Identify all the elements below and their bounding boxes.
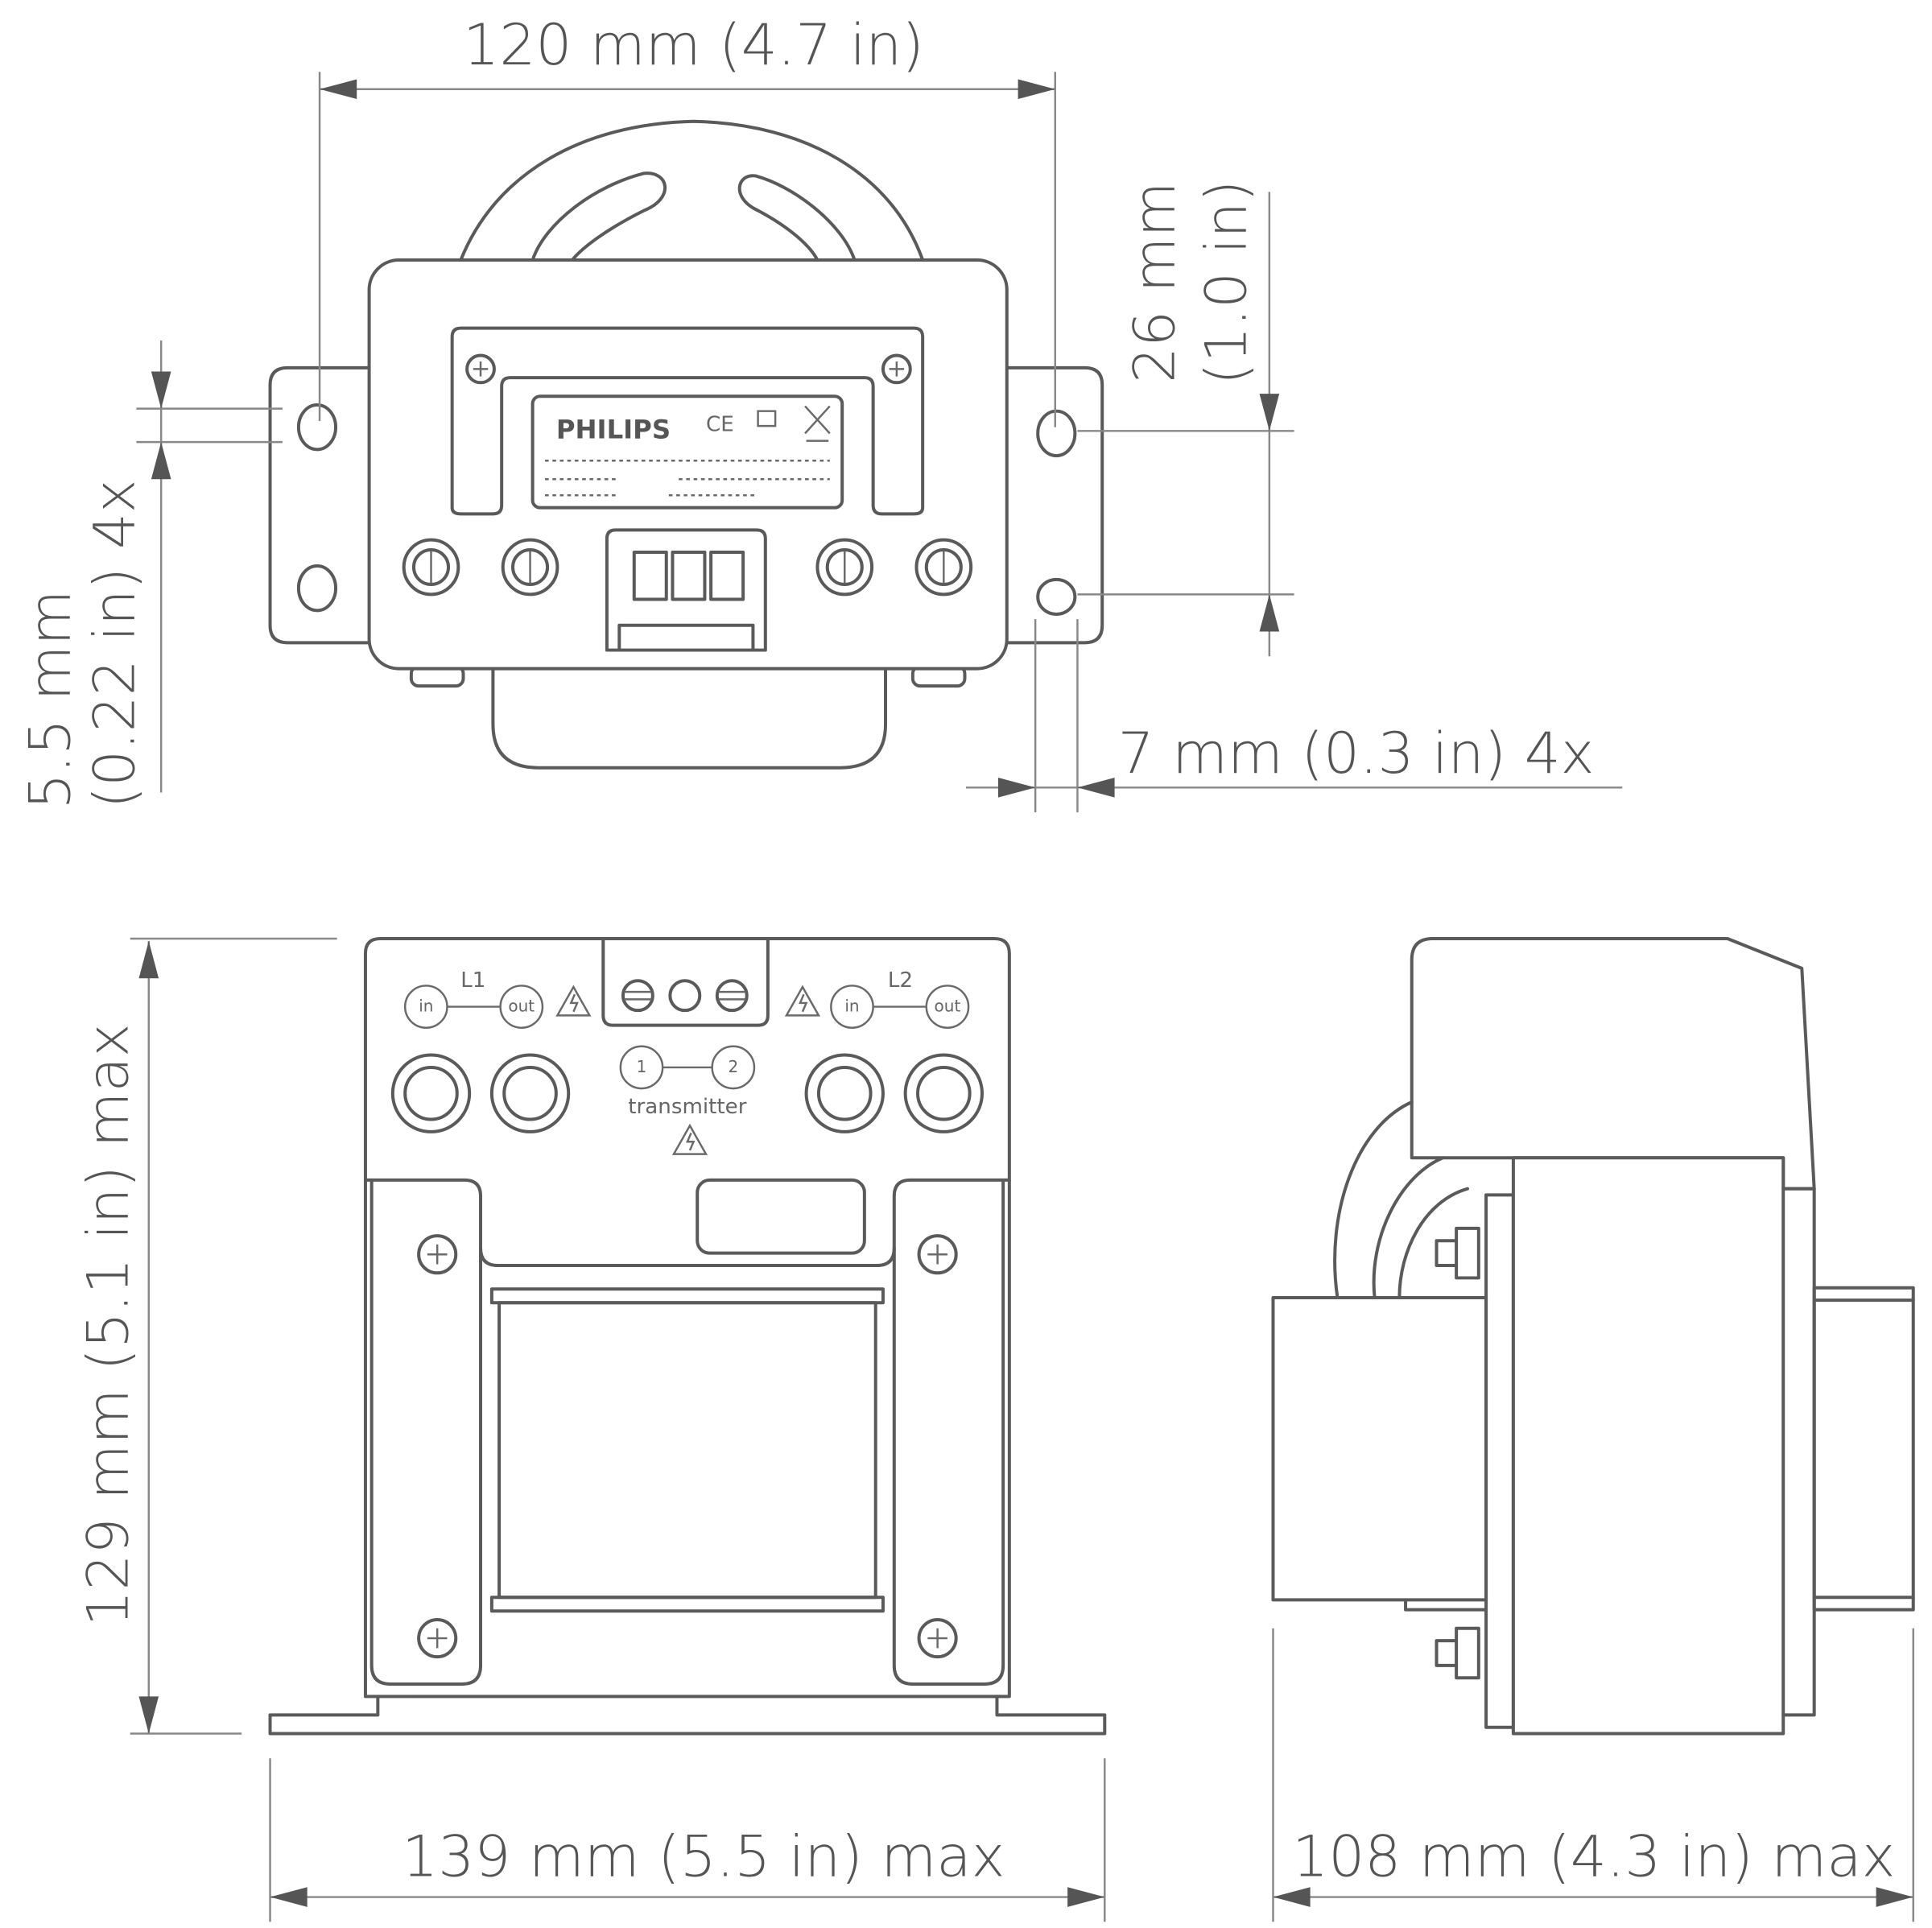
transmitter-pin-label: 1 bbox=[637, 1057, 647, 1076]
dimension-label: 129 mm (5.1 in) max bbox=[75, 1023, 142, 1626]
terminal-group-label: L1 bbox=[460, 968, 485, 993]
dimension-width-front: 139 mm (5.5 in) max bbox=[269, 1758, 1106, 1922]
certification-marks-icon bbox=[757, 405, 831, 442]
coil-window bbox=[489, 1287, 885, 1613]
terminal-screw bbox=[914, 538, 973, 597]
connector-screw bbox=[621, 979, 654, 1013]
dimension-label: 120 mm (4.7 in) bbox=[463, 11, 924, 78]
top-view: PHILIPS CE bbox=[268, 119, 1104, 770]
screw-icon bbox=[417, 1234, 458, 1275]
terminal-screw bbox=[501, 538, 559, 597]
dimension-depth: 108 mm (4.3 in) max bbox=[1272, 1628, 1914, 1922]
screw-icon bbox=[917, 1234, 958, 1275]
warning-icon bbox=[671, 1123, 708, 1155]
connector-hole bbox=[668, 979, 702, 1013]
terminal-out-label: out bbox=[935, 997, 961, 1016]
wire-terminal bbox=[804, 1053, 885, 1133]
terminal-screw bbox=[815, 538, 874, 597]
screw-icon bbox=[417, 1617, 458, 1659]
warning-icon bbox=[555, 985, 592, 1017]
side-coil-left bbox=[1271, 1296, 1488, 1602]
terminal-screw bbox=[402, 538, 460, 597]
mounting-hole bbox=[1036, 577, 1077, 616]
screw-icon bbox=[881, 353, 912, 385]
ce-mark: CE bbox=[706, 412, 734, 436]
product-label: PHILIPS CE bbox=[530, 394, 844, 510]
transmitter-pin-label: 2 bbox=[728, 1057, 738, 1076]
philips-logo: PHILIPS bbox=[556, 415, 671, 445]
dimension-label: 7 mm (0.3 in) 4x bbox=[1118, 720, 1595, 786]
mounting-hole bbox=[296, 564, 338, 613]
left-mounting-flange bbox=[268, 365, 371, 645]
wire-terminal bbox=[903, 1053, 984, 1133]
dimension-hole-diameter: 5.5 mm (0.22 in) 4x bbox=[16, 341, 283, 810]
label-window bbox=[696, 1178, 866, 1255]
screw-icon bbox=[917, 1617, 958, 1659]
mounting-hole bbox=[1036, 409, 1077, 458]
dimension-label: (0.22 in) 4x bbox=[80, 479, 147, 808]
dimension-width-top: 120 mm (4.7 in) bbox=[318, 11, 1056, 427]
front-view: L1 in out L2 in out 1 2 transmitter bbox=[268, 936, 1107, 1736]
dimension-label: 139 mm (5.5 in) max bbox=[402, 1823, 1005, 1889]
wire-terminal bbox=[390, 1053, 472, 1133]
screw-icon bbox=[465, 353, 496, 385]
side-view bbox=[1271, 936, 1915, 1736]
terminal-out-label: out bbox=[508, 997, 535, 1016]
ballast-body-front bbox=[268, 936, 1107, 1736]
ballast-body-top bbox=[367, 258, 1009, 671]
terminal-in-label: in bbox=[419, 997, 433, 1016]
transmitter-label: transmitter bbox=[628, 1095, 746, 1119]
connector-block bbox=[605, 528, 767, 652]
side-coil-right bbox=[1812, 1286, 1915, 1612]
side-screw bbox=[1435, 1626, 1480, 1680]
right-mounting-flange bbox=[1005, 365, 1104, 645]
side-screw bbox=[1435, 1226, 1480, 1280]
terminal-in-label: in bbox=[844, 997, 859, 1016]
wire-terminal bbox=[489, 1053, 571, 1133]
dimension-hole-spacing: 26 mm (1.0 in) bbox=[1077, 180, 1294, 657]
dimension-label: (1.0 in) bbox=[1193, 180, 1260, 385]
connector-screw bbox=[715, 979, 749, 1013]
mounting-hole bbox=[296, 403, 338, 452]
dimension-height: 129 mm (5.1 in) max bbox=[75, 937, 337, 1735]
dimension-label: 108 mm (4.3 in) max bbox=[1292, 1823, 1895, 1889]
dimension-slot-width: 7 mm (0.3 in) 4x bbox=[966, 619, 1623, 813]
warning-icon bbox=[784, 985, 821, 1017]
dimension-label: 26 mm bbox=[1121, 182, 1187, 383]
side-core bbox=[1511, 1156, 1785, 1736]
terminal-group-label: L2 bbox=[888, 968, 913, 993]
dimension-label: 5.5 mm bbox=[16, 590, 83, 810]
